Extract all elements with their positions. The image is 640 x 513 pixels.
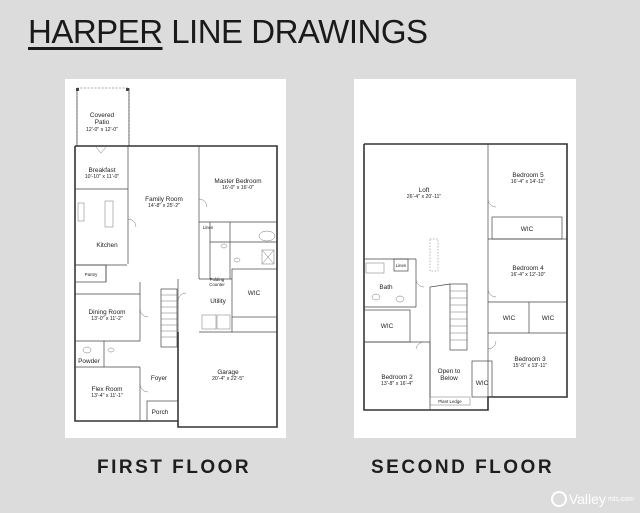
breakfast-dims: 10'-10" x 11'-0"	[85, 174, 120, 180]
bedroom3-wic-label: WIC	[476, 380, 489, 387]
loft-dims: 26'-4" x 20'-11"	[407, 194, 442, 200]
garage-dims: 20'-4" x 22'-5"	[212, 376, 244, 382]
second-floor-label: SECOND FLOOR	[371, 457, 555, 478]
dining-room-dims: 13'-0" x 11'-2"	[91, 316, 123, 322]
foyer-label: Foyer	[151, 375, 168, 382]
bedroom4-dims: 16'-4" x 12'-10"	[511, 272, 546, 278]
master-wic-label: WIC	[248, 290, 261, 297]
bedroom2-wic-label: WIC	[381, 323, 394, 330]
title-brand: HARPER	[28, 13, 163, 50]
second-floor-plan: Loft 26'-4" x 20'-11" Bedroom 5 16'-4" x…	[354, 79, 576, 438]
garage-label: Garage	[217, 369, 239, 376]
title-rest: LINE DRAWINGS	[162, 13, 428, 50]
bedroom5-label: Bedroom 5	[512, 172, 544, 179]
breakfast-label: Breakfast	[89, 167, 116, 174]
watermark-suffix: mls.com	[607, 495, 634, 503]
family-room-dims: 14'-8" x 25'-2"	[148, 203, 180, 209]
bedroom3-dims: 15'-5" x 13'-11"	[513, 363, 548, 369]
bedroom4-label: Bedroom 4	[512, 265, 544, 272]
bedroom3-label: Bedroom 3	[514, 356, 546, 363]
bath-label: Bath	[379, 284, 393, 291]
covered-patio-label-1: Covered	[90, 112, 115, 119]
page-title: HARPER LINE DRAWINGS	[28, 12, 428, 52]
linen-label-2: Linen	[396, 263, 407, 268]
covered-patio-label-2: Patio	[95, 119, 110, 126]
loft-label: Loft	[419, 187, 430, 194]
first-floor-plan: Covered Patio 12'-0" x 12'-0" Breakfast …	[65, 79, 286, 438]
open-below-label-2: Below	[440, 375, 458, 382]
second-floor-svg: Loft 26'-4" x 20'-11" Bedroom 5 16'-4" x…	[363, 143, 568, 411]
porch-label: Porch	[152, 409, 169, 416]
covered-patio-dims: 12'-0" x 12'-0"	[86, 127, 118, 133]
valley-logo-icon	[550, 491, 567, 507]
master-bedroom-dims: 16'-0" x 16'-0"	[222, 185, 254, 191]
utility-label: Utility	[210, 298, 226, 305]
folding-counter-label-1: Folding	[210, 277, 225, 282]
bedroom2-label: Bedroom 2	[381, 374, 413, 381]
bedroom5-wic-label: WIC	[521, 226, 534, 233]
bedroom4-wic-b-label: WIC	[542, 315, 555, 322]
family-room-label: Family Room	[145, 196, 183, 203]
powder-label: Powder	[78, 358, 101, 365]
pantry-label: Pantry	[85, 272, 98, 277]
kitchen-label: Kitchen	[96, 242, 118, 249]
master-bedroom-label: Master Bedroom	[214, 178, 261, 185]
plant-ledge-label: Plant Ledge	[438, 399, 462, 404]
linen-label: Linen	[203, 225, 214, 230]
flex-room-label: Flex Room	[92, 386, 123, 393]
open-below-label-1: Open to	[438, 368, 461, 375]
bedroom2-dims: 13'-8" x 16'-4"	[381, 381, 413, 387]
first-floor-label: FIRST FLOOR	[97, 457, 252, 478]
bedroom4-wic-a-label: WIC	[503, 315, 516, 322]
bedroom5-dims: 16'-4" x 14'-11"	[511, 179, 546, 185]
dining-room-label: Dining Room	[89, 309, 126, 316]
first-floor-svg: Covered Patio 12'-0" x 12'-0" Breakfast …	[74, 87, 278, 428]
flex-room-dims: 13'-4" x 11'-1"	[91, 393, 123, 399]
watermark-text: Valley	[568, 491, 606, 507]
folding-counter-label-2: Counter	[209, 282, 225, 287]
